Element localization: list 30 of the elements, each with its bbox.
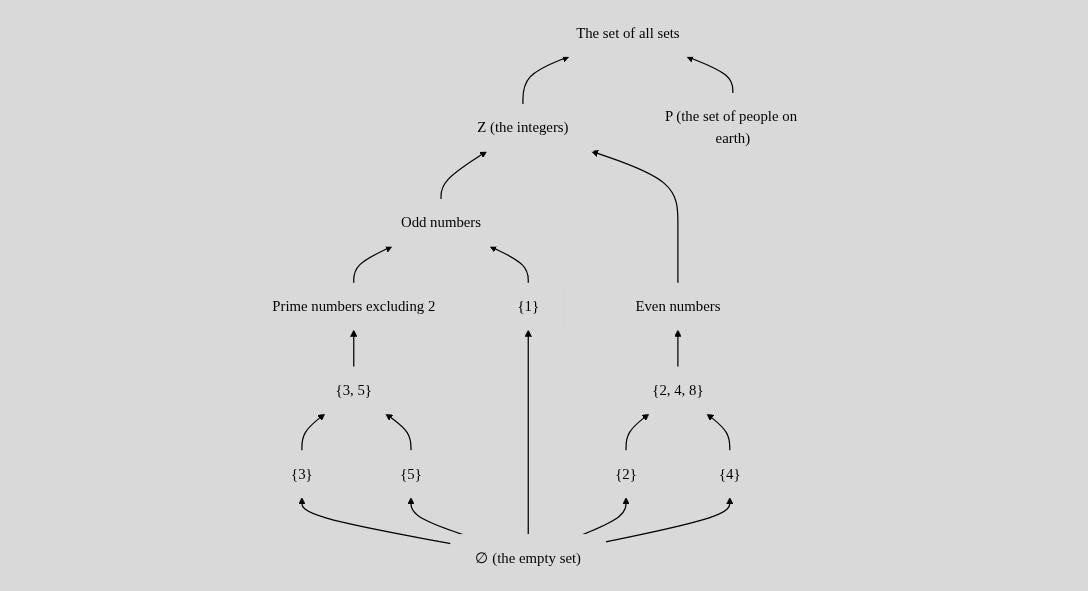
node-text: The set of all sets [576, 24, 681, 41]
node-text: ∅ (the empty set) [475, 549, 582, 566]
node-text: Even numbers [635, 297, 721, 315]
node-text: {4} [719, 465, 741, 482]
arrow [301, 413, 326, 452]
node-text: {1} [517, 297, 540, 315]
node-text: {2, 4, 8} [652, 381, 704, 399]
node-text: {2} [615, 465, 638, 482]
arrow [706, 413, 731, 452]
node-text: {5} [400, 465, 423, 482]
arrow [489, 245, 530, 284]
arrow [582, 497, 631, 536]
arrow [625, 413, 650, 452]
arrow [605, 497, 734, 543]
arrow [522, 55, 570, 106]
arrow [591, 150, 679, 284]
node-text: P (the set of people on earth) [665, 108, 798, 147]
arrow [686, 55, 734, 94]
node-text: {3} [291, 465, 314, 482]
node-text: Prime numbers excluding 2 [272, 297, 436, 315]
arrow [440, 150, 488, 200]
arrow [350, 329, 358, 368]
node-text: Odd numbers [401, 214, 482, 231]
arrow [353, 245, 393, 284]
node-text: Z (the integers) [477, 119, 569, 136]
arrow [385, 413, 412, 452]
node-text: {3, 5} [335, 381, 373, 399]
arrow [674, 329, 682, 368]
arrow [298, 497, 452, 545]
arrow [525, 329, 533, 536]
